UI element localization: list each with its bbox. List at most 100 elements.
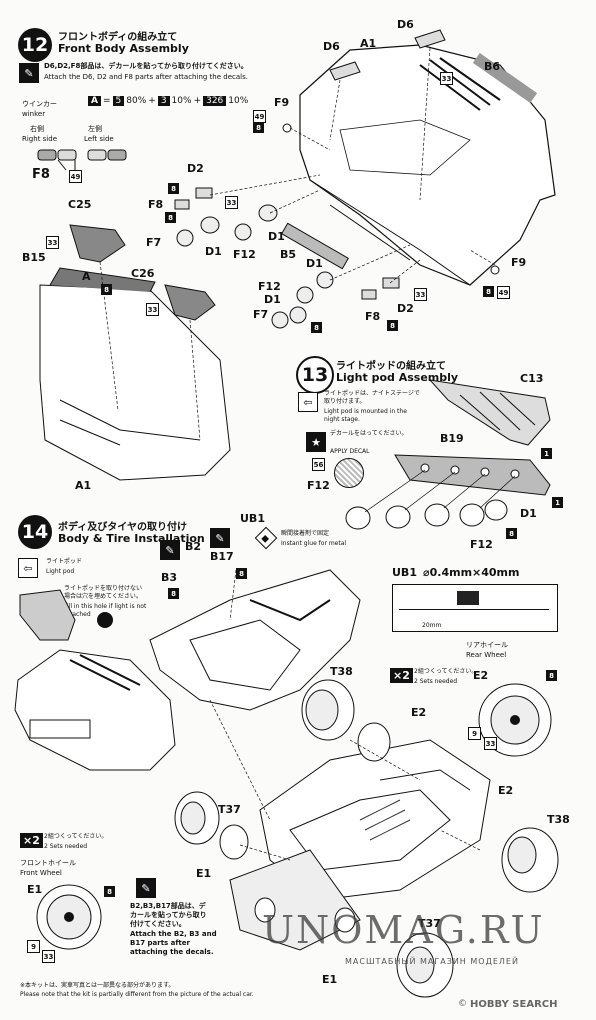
step13-title-jp: ライトポッドの組み立て (336, 361, 446, 372)
step13-note-en: Light pod is mounted in the night stage. (324, 408, 407, 423)
sets-en-rear: 2 Sets needed (414, 678, 458, 685)
formula-p2: 10% (171, 96, 192, 106)
formula-eq: = (102, 96, 111, 106)
tag-8: 8 (101, 284, 112, 295)
lightpod-en: Light pod (46, 568, 75, 575)
label-T37: T37 (218, 803, 241, 816)
lightpod-jp: ライトポッド (46, 558, 83, 565)
label-C13: C13 (520, 372, 544, 385)
label-E1b: E1 (27, 883, 43, 896)
label-E2: E2 (411, 706, 427, 719)
tag-33: 33 (46, 236, 59, 249)
label-B6: B6 (484, 60, 501, 73)
tag-9: 9 (27, 940, 40, 953)
tag-8: 8 (387, 320, 398, 331)
label-B2: B2 (185, 540, 202, 553)
label-T38b: T38 (547, 813, 570, 826)
label-A: A (82, 270, 91, 283)
glue-en: Instant glue for metal (281, 540, 347, 547)
step13-title-en: Light pod Assembly (336, 371, 459, 384)
copyright: © (458, 999, 467, 1009)
label-F9b: F9 (511, 256, 527, 269)
rear-wheel-jp: リアホイール (466, 641, 508, 649)
ub1-spec: UB1 (392, 566, 417, 579)
label-D1e: D1 (520, 507, 537, 520)
label-D1b: D1 (268, 230, 285, 243)
brush-icon: ✎ (160, 540, 180, 560)
sets-x2-front: ×2 (20, 833, 43, 848)
label-UB1: UB1 (240, 512, 265, 525)
formula-plus2: + (193, 96, 202, 106)
right-side-jp: 右側 (30, 125, 44, 133)
tag-8: 8 (168, 588, 179, 599)
tag-8: 8 (236, 568, 247, 579)
tag-8: 8 (168, 183, 179, 194)
label-E2b: E2 (473, 669, 489, 682)
step12-number: 12 (18, 28, 52, 62)
label-D2b: D2 (397, 302, 414, 315)
tag-8: 8 (483, 286, 494, 297)
formula-p3: 10% (228, 96, 249, 106)
label-F9: F9 (274, 96, 290, 109)
tag-8: 8 (311, 322, 322, 333)
tag-8: 8 (253, 122, 264, 133)
footer-note-jp: ※本キットは、実車写真とは一部異なる部分があります。 (20, 982, 175, 989)
label-F12: F12 (233, 248, 256, 261)
tag-9: 9 (468, 727, 481, 740)
decal-note-jp: B2,B3,B17部品は、デカールを貼ってから取り付けてください。 (130, 902, 207, 928)
sets-en-front: 2 Sets needed (44, 843, 88, 850)
watermark-sub: МАСШТАБНЫЙ МАГАЗИН МОДЕЛЕЙ (345, 957, 519, 966)
hole-en: Fill in this hole if light is not attach… (64, 603, 147, 618)
tag-56: 56 (312, 458, 325, 471)
label-A1b: A1 (75, 479, 92, 492)
label-B17: B17 (210, 550, 234, 563)
tag-33: 33 (440, 72, 453, 85)
decal-note-en: Attach the B2, B3 and B17 parts after at… (130, 930, 217, 956)
ub1-box (392, 584, 558, 632)
label-F12c: F12 (307, 479, 330, 492)
step12-note-en: Attach the D6, D2 and F8 parts after att… (44, 73, 248, 81)
label-F7: F7 (146, 236, 162, 249)
label-F8: F8 (32, 167, 50, 182)
formula-a: A (88, 96, 101, 106)
label-D1c: D1 (306, 257, 323, 270)
step14-title-jp: ボディ及びタイヤの取り付け (58, 522, 187, 533)
formula-c3: 326 (203, 96, 227, 106)
left-side-en: Left side (84, 135, 114, 143)
label-F12d: F12 (470, 538, 493, 551)
left-side-jp: 左側 (88, 125, 102, 133)
label-F7b: F7 (253, 308, 269, 321)
rear-wheel-en: Rear Wheel (466, 651, 507, 659)
label-A1: A1 (360, 37, 377, 50)
step14-number: 14 (18, 515, 52, 549)
brush-icon: ✎ (19, 63, 39, 83)
ub1-length: 20mm (422, 622, 442, 629)
brush-icon: ✎ (210, 528, 230, 548)
tag-1: 1 (552, 497, 563, 508)
label-E1: E1 (196, 867, 212, 880)
label-B3: B3 (161, 571, 178, 584)
label-F8c: F8 (365, 310, 381, 323)
tag-33: 33 (414, 288, 427, 301)
label-T38: T38 (330, 665, 353, 678)
tag-33: 33 (42, 950, 55, 963)
label-E1c: E1 (322, 973, 338, 986)
label-C25: C25 (68, 198, 92, 211)
label-D1d: D1 (264, 293, 281, 306)
decal-56-circle (334, 458, 364, 488)
winker-en: winker (22, 110, 46, 118)
step13-number: 13 (296, 356, 334, 394)
step13-decal-jp: デカールをはってください。 (330, 430, 408, 437)
footer-note-en: Please note that the kit is partially di… (20, 991, 254, 998)
arrow-icon: ⇦ (18, 558, 38, 578)
ub1-size: ⌀0.4mm×40mm (423, 566, 520, 579)
ub1-wire (399, 609, 549, 610)
label-F12b: F12 (258, 280, 281, 293)
step13-note-jp: ライトポッドは、ナイトステージで取り付けます。 (324, 390, 420, 405)
front-wheel-jp: フロントホイール (20, 859, 76, 867)
arrow-icon: ⇦ (298, 392, 318, 412)
tag-8: 8 (165, 212, 176, 223)
tag-8: 8 (104, 886, 115, 897)
front-wheel-en: Front Wheel (20, 869, 62, 877)
